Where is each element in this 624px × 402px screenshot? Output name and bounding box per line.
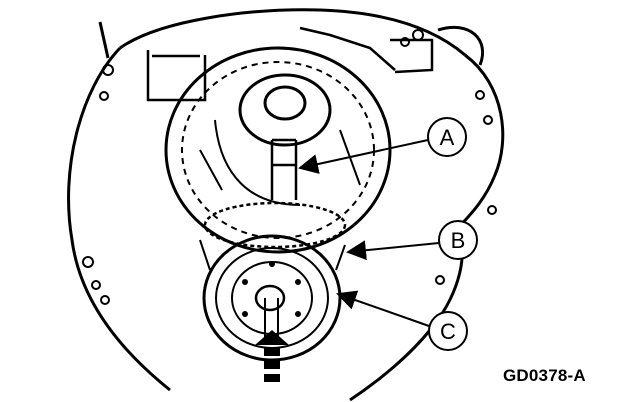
case-bolt-holes	[82, 29, 497, 305]
upper-drum-assembly	[164, 46, 392, 254]
callout-b: B	[346, 220, 478, 261]
callout-b-label: B	[451, 228, 466, 253]
callout-a-label: A	[440, 125, 455, 150]
callout-c: C	[336, 290, 468, 351]
figure-id: GD0378-A	[503, 366, 586, 385]
drum-bolt-holes	[242, 261, 301, 317]
install-direction-arrow	[255, 330, 289, 382]
top-housing	[146, 26, 434, 102]
input-shaft	[270, 138, 298, 200]
callout-a: A	[298, 117, 467, 174]
callout-c-label: C	[440, 319, 456, 344]
